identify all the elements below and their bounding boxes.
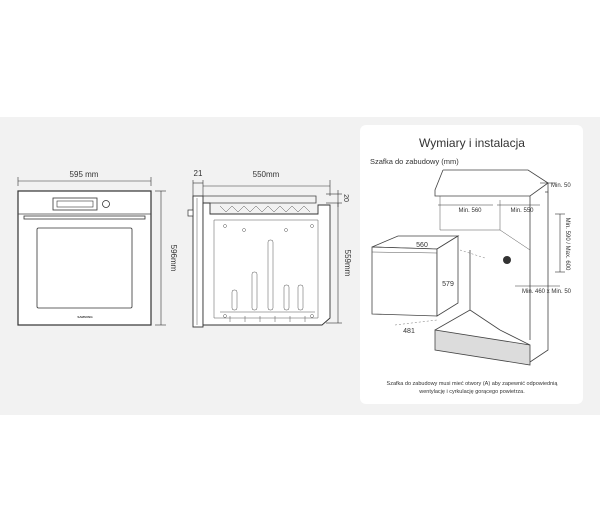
display-screen: [56, 200, 94, 208]
rack-rails: [220, 239, 315, 313]
side-oven-body: [202, 202, 331, 326]
door-handle: [23, 215, 146, 220]
side-door: [192, 195, 204, 328]
ventilation-marker-icon: [503, 256, 511, 264]
dim-oven-width: 560: [416, 242, 428, 249]
dim-height-range: Min. 590 / Max. 600: [564, 218, 570, 271]
control-knob-icon: [102, 200, 110, 208]
cabinet-plinth: [434, 329, 531, 366]
marker-label: A: [505, 259, 509, 265]
dim-bottom: Min. 460 x Min. 50: [522, 289, 572, 295]
note-line-1: Szafka do zabudowy musi mieć otwory (A) …: [387, 381, 559, 387]
door-window: [36, 227, 133, 309]
front-view: 595 mm SAMSUNG 596mm: [17, 170, 178, 326]
dim-min560: Min. 560: [458, 208, 482, 214]
screw-holes: [223, 224, 314, 318]
installation-card: Wymiary i instalacja Szafka do zabudowy …: [360, 125, 583, 404]
oven-box-front: [371, 246, 438, 317]
dim-min50-top: Min. 50: [551, 183, 571, 189]
side-height-label: 559mm: [343, 250, 352, 277]
oven-box-side: [436, 235, 459, 317]
dim-min550: Min. 550: [510, 208, 534, 214]
side-top-label: 20: [342, 194, 349, 202]
side-door-label: 21: [194, 169, 203, 178]
dim-oven-depth: 481: [403, 328, 415, 335]
front-height-label: 596mm: [169, 245, 178, 272]
dim-oven-height: 579: [442, 281, 454, 288]
front-width-label: 595 mm: [70, 170, 99, 179]
side-view: 21 550mm 20 559mm: [187, 169, 352, 328]
note-line-2: wentylację i cyrkulację gorącego powietr…: [418, 389, 525, 395]
top-vent-pattern: [219, 205, 311, 213]
brand-mark: SAMSUNG: [77, 315, 93, 319]
side-depth-label: 550mm: [253, 170, 280, 179]
installation-title: Wymiary i instalacja: [419, 136, 525, 150]
side-knob-icon: [187, 209, 194, 217]
installation-card-bg: [360, 125, 583, 404]
installation-subtitle: Szafka do zabudowy (mm): [370, 157, 459, 166]
